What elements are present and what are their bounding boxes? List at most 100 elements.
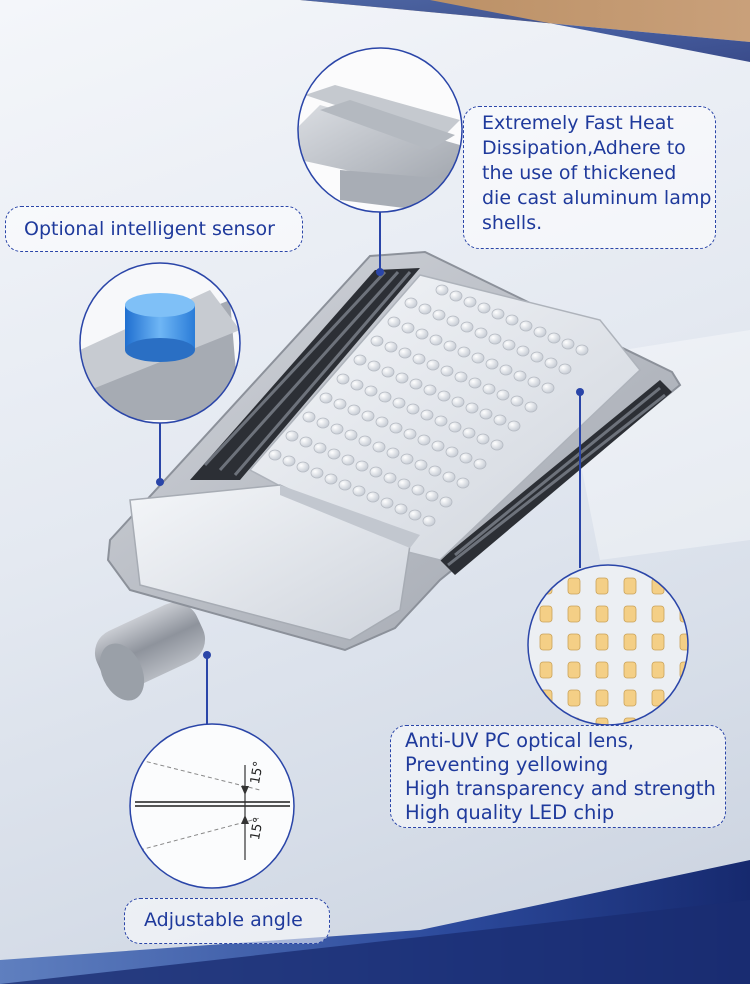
lens-dot xyxy=(462,427,476,439)
lens-dot xyxy=(414,459,428,471)
lens-dot xyxy=(400,453,414,465)
lens-dot xyxy=(463,296,477,308)
lens-dot xyxy=(432,309,446,321)
lens-dot xyxy=(428,465,442,477)
lens-dot xyxy=(454,371,468,383)
led-chip xyxy=(623,633,637,651)
lens-dot xyxy=(496,389,510,401)
lens-dot xyxy=(456,477,470,489)
lens-dot xyxy=(387,316,401,328)
lens-grid xyxy=(268,284,589,527)
led-chip xyxy=(595,633,609,651)
lens-dot xyxy=(398,347,412,359)
lens-dot xyxy=(434,415,448,427)
angle-mark-down: 15° xyxy=(248,816,267,841)
label-line: Optional intelligent sensor xyxy=(24,218,275,240)
label-line: shells. xyxy=(482,212,543,234)
lens-dot xyxy=(361,410,375,422)
lens-dot xyxy=(445,446,459,458)
led-chip xyxy=(623,689,637,707)
lens-dot xyxy=(476,433,490,445)
lens-dot xyxy=(383,472,397,484)
lens-dot xyxy=(533,326,547,338)
lens-dot xyxy=(488,333,502,345)
lens-dot xyxy=(372,441,386,453)
lens-dot xyxy=(426,359,440,371)
lens-dot xyxy=(316,417,330,429)
lens-dot xyxy=(310,467,324,479)
label-line: Preventing yellowing xyxy=(405,753,609,776)
lens-dot xyxy=(404,297,418,309)
sensor-label: Optional intelligent sensor xyxy=(5,206,303,252)
lens-dot xyxy=(336,373,350,385)
lens-dot xyxy=(417,434,431,446)
lens-dot xyxy=(510,395,524,407)
lens-dot xyxy=(347,404,361,416)
led-chip xyxy=(651,689,665,707)
lens-dot xyxy=(575,344,589,356)
lens-dot xyxy=(319,392,333,404)
led-chip xyxy=(623,605,637,623)
mounting-arm xyxy=(94,602,206,701)
label-line: Adjustable angle xyxy=(144,909,303,931)
lens-dot xyxy=(547,332,561,344)
lens-dot xyxy=(401,322,415,334)
lens-dot xyxy=(282,455,296,467)
label-line: High quality LED chip xyxy=(405,801,615,824)
led-chip xyxy=(595,689,609,707)
lens-dot xyxy=(378,391,392,403)
lens-dot xyxy=(505,314,519,326)
lens-dot xyxy=(425,490,439,502)
lens-dot xyxy=(397,478,411,490)
lens-dot xyxy=(440,365,454,377)
label-line: Extremely Fast Heat xyxy=(482,112,674,134)
lens-dot xyxy=(408,509,422,521)
lens-dot xyxy=(375,416,389,428)
lens-dot xyxy=(370,335,384,347)
lens-dot xyxy=(544,357,558,369)
lens-dot xyxy=(443,340,457,352)
led-chip xyxy=(567,661,581,679)
lens-dot xyxy=(369,466,383,478)
lens-dot xyxy=(439,496,453,508)
lens-dot xyxy=(392,397,406,409)
adjustable-angle-label: Adjustable angle xyxy=(124,898,330,944)
lens-dot xyxy=(451,396,465,408)
lens-dot xyxy=(524,401,538,413)
lens-dot xyxy=(446,315,460,327)
lens-dot xyxy=(366,491,380,503)
lens-dot xyxy=(435,284,449,296)
lens-dot xyxy=(355,460,369,472)
lens-dot xyxy=(403,428,417,440)
lens-dot xyxy=(367,360,381,372)
lens-dot xyxy=(485,358,499,370)
lens-dot xyxy=(411,484,425,496)
lens-dot xyxy=(558,363,572,375)
lens-dot xyxy=(380,497,394,509)
label-line: High transparency and strength xyxy=(405,777,716,800)
led-chip xyxy=(539,605,553,623)
led-chip xyxy=(567,577,581,595)
lens-dot xyxy=(491,308,505,320)
lens-dot xyxy=(448,421,462,433)
lens-dot xyxy=(477,302,491,314)
lens-dot xyxy=(499,364,513,376)
led-chip xyxy=(623,577,637,595)
lens-dot xyxy=(384,341,398,353)
lens-dot xyxy=(468,377,482,389)
label-line: die cast aluminum lamp xyxy=(482,187,712,209)
lens-dot xyxy=(341,454,355,466)
lens-dot xyxy=(422,515,436,527)
lens-dot xyxy=(527,376,541,388)
lens-dot xyxy=(330,423,344,435)
lens-dot xyxy=(299,436,313,448)
lens-dot xyxy=(389,422,403,434)
label-line: Anti-UV PC optical lens, xyxy=(405,729,634,752)
led-chip xyxy=(679,633,688,651)
lens-dot xyxy=(471,352,485,364)
lens-dot xyxy=(338,479,352,491)
heat-dissipation-label: Extremely Fast Heat Dissipation,Adhere t… xyxy=(463,106,716,249)
led-chip xyxy=(651,661,665,679)
